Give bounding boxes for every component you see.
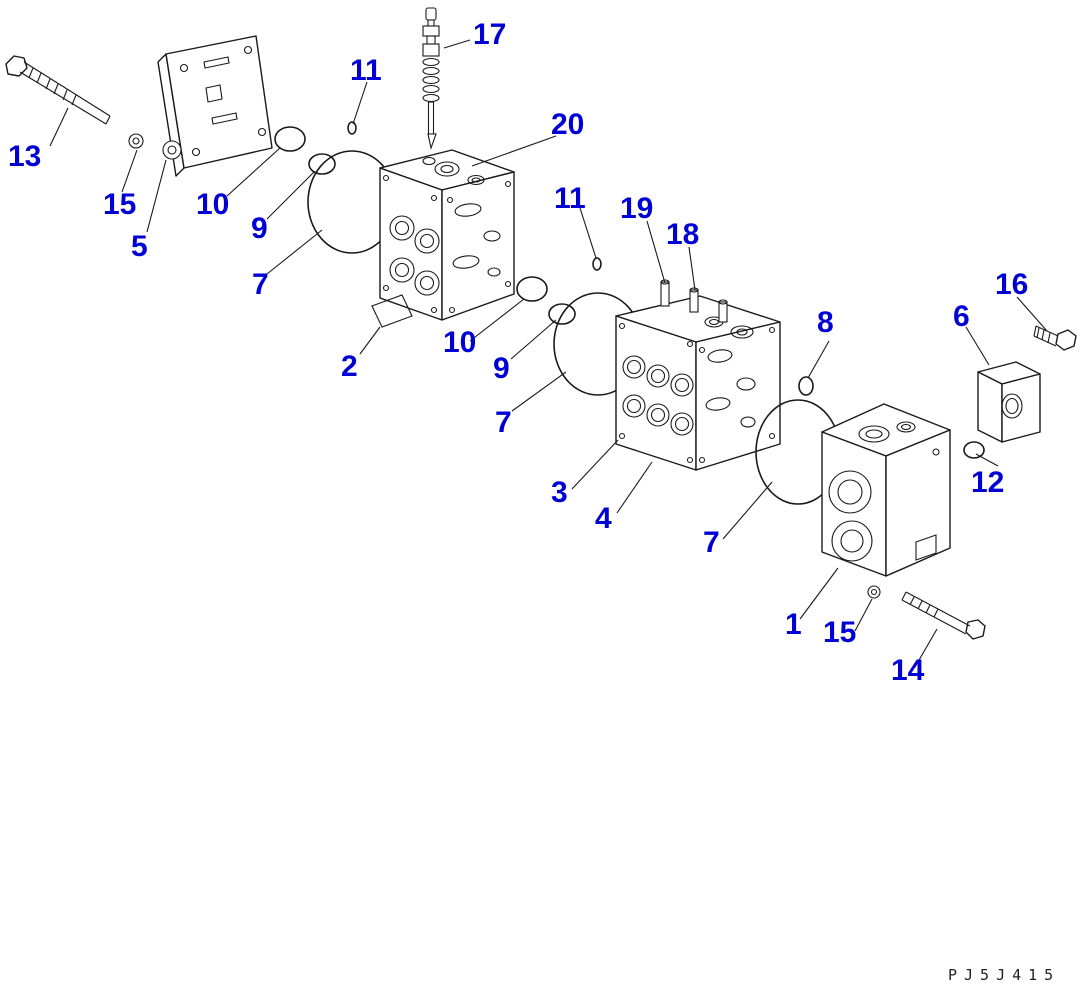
callout-part-18: 18	[666, 218, 700, 251]
leader-line-11-middle	[579, 207, 597, 259]
callout-part-7-left: 7	[252, 268, 269, 301]
o-ring-part-11-middle	[592, 257, 602, 271]
callout-part-15-left: 15	[103, 188, 137, 221]
callout-part-12: 12	[971, 466, 1005, 499]
leader-line-14	[914, 628, 938, 668]
callout-part-17: 17	[473, 18, 507, 51]
leader-line-1	[799, 567, 839, 620]
end-cover-part-6	[977, 361, 1041, 443]
leader-lines	[49, 39, 1048, 668]
leader-line-5	[146, 159, 167, 233]
washer-part-15-left	[128, 133, 144, 149]
leader-line-12	[975, 453, 999, 467]
callout-part-4: 4	[595, 502, 612, 535]
leader-line-7-right	[722, 481, 773, 540]
leader-line-4	[616, 461, 653, 514]
leader-line-10-middle	[469, 298, 525, 342]
callout-part-11-left: 11	[350, 54, 382, 87]
pointer-plate-part-2	[371, 294, 413, 328]
leader-line-10-left	[226, 147, 281, 197]
pilot-stem-part-18	[689, 287, 699, 313]
leader-line-7-middle	[511, 371, 567, 412]
callout-part-20: 20	[551, 108, 585, 141]
callout-part-10-left: 10	[196, 188, 230, 221]
callout-part-14: 14	[891, 654, 925, 687]
leader-line-16	[1016, 296, 1048, 332]
o-ring-part-9-left	[308, 153, 336, 175]
callout-part-15-right: 15	[823, 616, 857, 649]
o-ring-part-9-middle	[548, 303, 576, 325]
callout-part-9-left: 9	[251, 212, 268, 245]
callout-part-10-middle: 10	[443, 326, 477, 359]
o-ring-part-8	[798, 376, 814, 396]
leader-line-7-left	[266, 229, 323, 275]
pilot-stem-small	[718, 299, 728, 323]
callout-part-16: 16	[995, 268, 1029, 301]
leader-line-2	[359, 326, 381, 355]
bolt-part-14	[901, 591, 986, 640]
callout-part-7-right: 7	[703, 526, 720, 559]
leader-line-3	[571, 439, 619, 490]
o-ring-part-12	[963, 441, 985, 459]
leader-line-9-middle	[510, 319, 557, 360]
leader-line-11-left	[352, 81, 368, 125]
callout-part-6: 6	[953, 300, 970, 333]
callout-part-9-middle: 9	[493, 352, 510, 385]
leader-line-13	[49, 107, 69, 147]
callout-part-7-middle: 7	[495, 406, 512, 439]
leader-line-19	[646, 220, 666, 284]
o-ring-part-10-middle	[516, 276, 548, 302]
leader-line-8	[807, 340, 830, 379]
pilot-stem-part-19	[660, 279, 670, 307]
valve-body-parts-3-4	[615, 295, 781, 471]
drawing-code: PJ5J415	[948, 966, 1061, 984]
leader-line-9-left	[266, 171, 315, 220]
leader-line-15-left	[121, 149, 138, 193]
leader-line-17	[443, 39, 471, 49]
callout-part-3: 3	[551, 476, 568, 509]
callout-part-5: 5	[131, 230, 148, 263]
o-ring-part-10-left	[274, 126, 306, 152]
o-ring-part-11-left	[347, 121, 357, 135]
leader-line-6	[965, 326, 990, 366]
outlet-housing-part-1	[821, 403, 951, 577]
washer-part-15-right	[867, 585, 881, 599]
callout-part-11-middle: 11	[554, 182, 586, 215]
bolt-part-13	[5, 55, 111, 125]
callout-part-19: 19	[620, 192, 654, 225]
callout-part-13: 13	[8, 140, 42, 173]
cover-plate-part-5	[157, 35, 273, 177]
callout-part-1: 1	[785, 608, 802, 641]
callout-part-8: 8	[817, 306, 834, 339]
valve-body-part-2	[379, 149, 515, 321]
bolt-part-16	[1033, 325, 1077, 351]
leader-line-18	[688, 246, 696, 291]
spool-part-17	[422, 7, 440, 151]
leader-line-15-right	[854, 598, 873, 632]
leader-line-20	[471, 135, 557, 167]
callout-part-2: 2	[341, 350, 358, 383]
